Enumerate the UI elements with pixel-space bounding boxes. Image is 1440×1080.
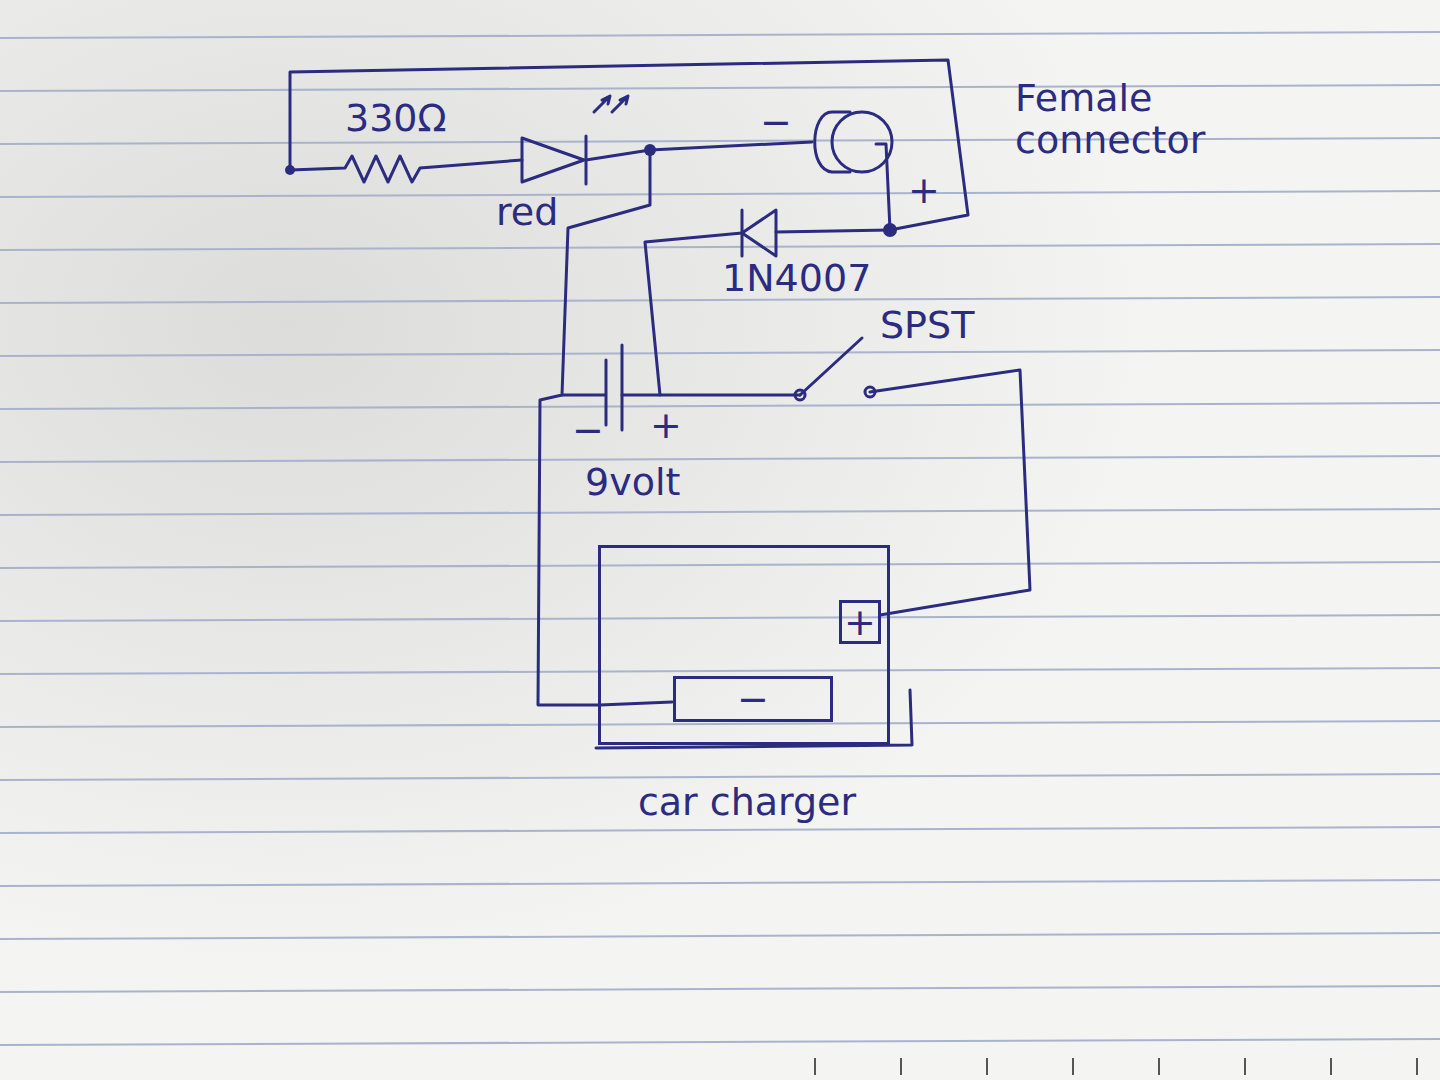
ruled-line xyxy=(0,827,1440,833)
switch-lever xyxy=(800,338,862,395)
terminal-box: − xyxy=(673,676,833,722)
ruler-tick xyxy=(1158,1058,1160,1075)
ruled-line xyxy=(0,297,1440,303)
ruled-lines xyxy=(0,32,1440,1045)
connector-symbol xyxy=(832,112,892,172)
ruled-line xyxy=(0,403,1440,409)
ruled-line xyxy=(0,191,1440,197)
node-text: + xyxy=(844,603,876,641)
ruled-line xyxy=(0,244,1440,250)
battery-label: 9volt xyxy=(585,462,680,504)
led-symbol xyxy=(522,138,584,182)
ruled-line xyxy=(0,933,1440,939)
ruled-line xyxy=(0,880,1440,886)
charger-box: car charger+− xyxy=(598,545,890,745)
terminal-box: + xyxy=(839,600,881,644)
ruler-tick xyxy=(1244,1058,1246,1075)
ruler-tick xyxy=(1072,1058,1074,1075)
ruled-line xyxy=(0,986,1440,992)
part-number: 1N4007 xyxy=(722,258,871,300)
wire xyxy=(586,142,812,160)
resistor-value: 330Ω xyxy=(345,98,447,140)
junction-dot xyxy=(644,144,656,156)
ruled-line xyxy=(0,32,1440,38)
connector-label: Female connector xyxy=(1015,78,1265,162)
ruled-line xyxy=(0,509,1440,515)
ruled-line xyxy=(0,1039,1440,1045)
polarity-sign: − xyxy=(760,102,792,144)
polarity-sign: + xyxy=(908,170,940,212)
resistor-symbol xyxy=(290,156,522,182)
ruled-line xyxy=(0,774,1440,780)
battery-symbol xyxy=(606,345,622,430)
light-arrows xyxy=(594,96,628,112)
ruled-line xyxy=(0,615,1440,621)
polarity-sign: − xyxy=(572,410,604,452)
led-color: red xyxy=(496,192,558,234)
ruler-tick xyxy=(814,1058,816,1075)
wire xyxy=(870,370,1030,615)
diode-symbol xyxy=(742,210,776,256)
node-text: − xyxy=(737,680,769,718)
switch-label: SPST xyxy=(880,305,974,347)
wire xyxy=(776,230,890,232)
junction-dot xyxy=(883,223,897,237)
ruler-tick xyxy=(1330,1058,1332,1075)
ruler-tick xyxy=(986,1058,988,1075)
ruled-line xyxy=(0,668,1440,674)
node-caption: car charger xyxy=(601,783,893,821)
ruled-line xyxy=(0,562,1440,568)
ruled-line xyxy=(0,456,1440,462)
polarity-sign: + xyxy=(650,405,682,447)
wire xyxy=(290,60,968,230)
ruled-line xyxy=(0,138,1440,144)
ruler-ticks xyxy=(815,1058,1417,1075)
connector-pin xyxy=(876,144,890,230)
wire xyxy=(622,394,800,397)
ruled-line xyxy=(0,85,1440,91)
ruler-tick xyxy=(1416,1058,1418,1075)
junction-dot xyxy=(285,165,295,175)
wire xyxy=(562,394,605,397)
ruled-line xyxy=(0,350,1440,356)
ruler-tick xyxy=(900,1058,902,1075)
